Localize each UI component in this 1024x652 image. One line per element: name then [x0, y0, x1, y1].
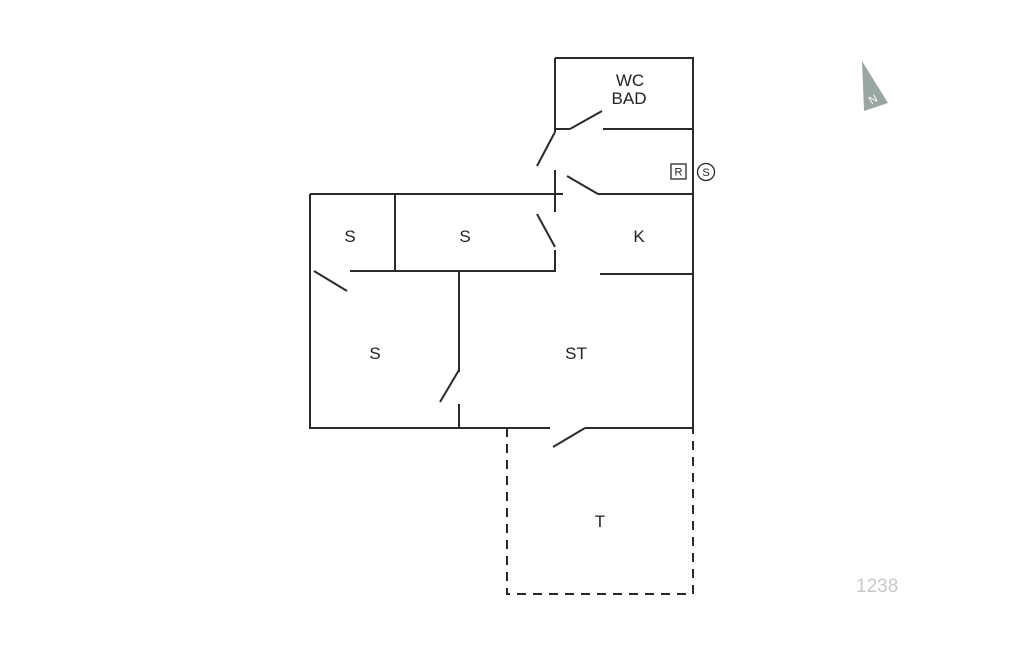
wall-bath-top [555, 57, 694, 428]
room-label-st: ST [565, 344, 587, 363]
door-terrace [552, 427, 586, 448]
room-label-s-left: S [344, 227, 355, 246]
door-bath [569, 110, 603, 130]
wall-left [309, 194, 459, 429]
doors [313, 110, 603, 448]
symbol-s: S [696, 162, 716, 182]
walls [309, 57, 694, 429]
room-label-t: T [595, 512, 605, 531]
room-label-s-bottom: S [369, 344, 380, 363]
terrace-outline [506, 428, 694, 595]
door-entry [566, 175, 599, 195]
door-s-middle [536, 213, 556, 248]
door-hall-left [536, 131, 556, 167]
symbol-r-label: R [675, 167, 683, 179]
room-label-bad: BAD [612, 89, 647, 108]
plan-code: 1238 [856, 576, 898, 597]
room-label-k: K [633, 227, 645, 246]
door-st-s [439, 369, 460, 403]
door-s-left [313, 270, 348, 292]
room-label-wc: WC [616, 71, 644, 90]
room-label-s-middle: S [459, 227, 470, 246]
symbol-s-label: S [702, 167, 709, 179]
north-arrow-icon: N [862, 61, 888, 111]
symbol-r: R [670, 163, 687, 180]
